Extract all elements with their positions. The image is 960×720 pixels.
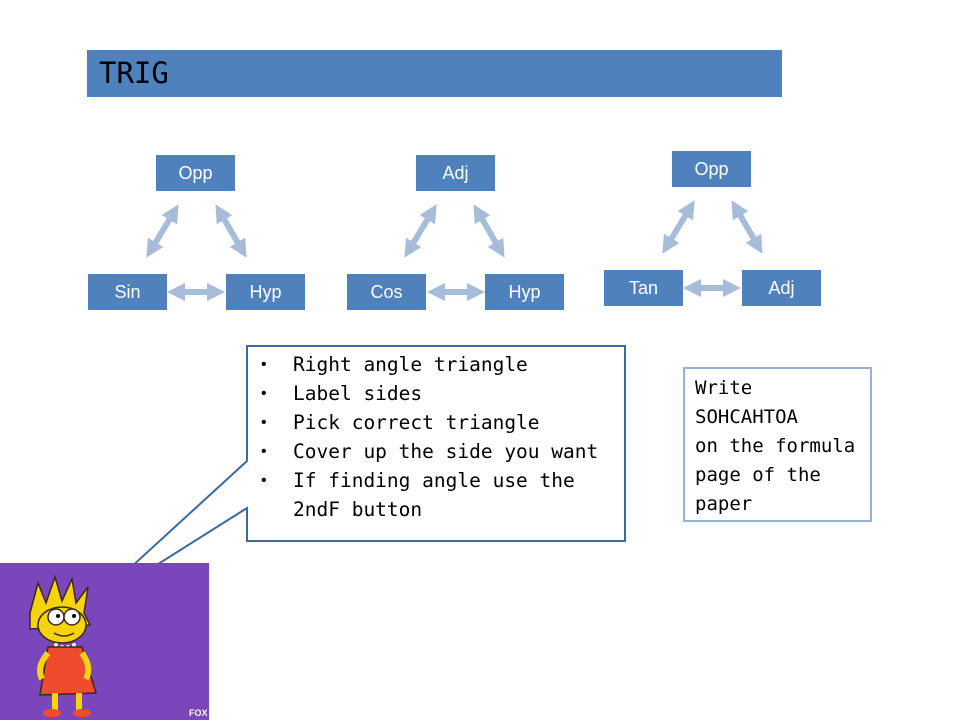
page-title: TRIG [99,56,169,90]
note-line: SOHCAHTOA [695,406,798,428]
note-line: paper [695,493,753,515]
list-item: Pick correct triangle [256,408,626,437]
triangle-1-top-node: Opp [155,154,236,192]
triangle-2-right-node: Hyp [484,273,565,311]
triangle-3-top-node: Opp [671,150,752,188]
triangle-2-top-node: Adj [415,154,496,192]
arrow-t1-left [146,204,179,258]
steps-list: Right angle triangle Label sides Pick co… [256,350,626,524]
arrow-t2-left [404,204,437,258]
cartoon-character-image: FOX [0,563,209,720]
triangle-1-left-node: Sin [87,273,168,311]
list-item: Cover up the side you want [256,437,626,466]
arrow-t1-right [215,204,247,258]
network-logo: FOX [189,708,208,718]
arrow-t3-right [731,200,763,254]
note-line: Write [695,377,753,399]
list-item: Label sides [256,379,626,408]
sohcahtoa-note: Write SOHCAHTOA on the formula page of t… [683,367,872,522]
note-line: on the formula [695,435,856,457]
title-bar: TRIG [87,50,782,97]
list-item: If finding angle use the 2ndF button [256,466,626,524]
list-item: Right angle triangle [256,350,626,379]
arrow-t3-left [662,200,695,254]
triangle-3-right-node: Adj [741,269,822,307]
note-line: page of the [695,464,821,486]
triangle-3-left-node: Tan [603,269,684,307]
triangle-1-right-node: Hyp [225,273,306,311]
arrow-t2-right [473,204,505,258]
triangle-2-left-node: Cos [346,273,427,311]
